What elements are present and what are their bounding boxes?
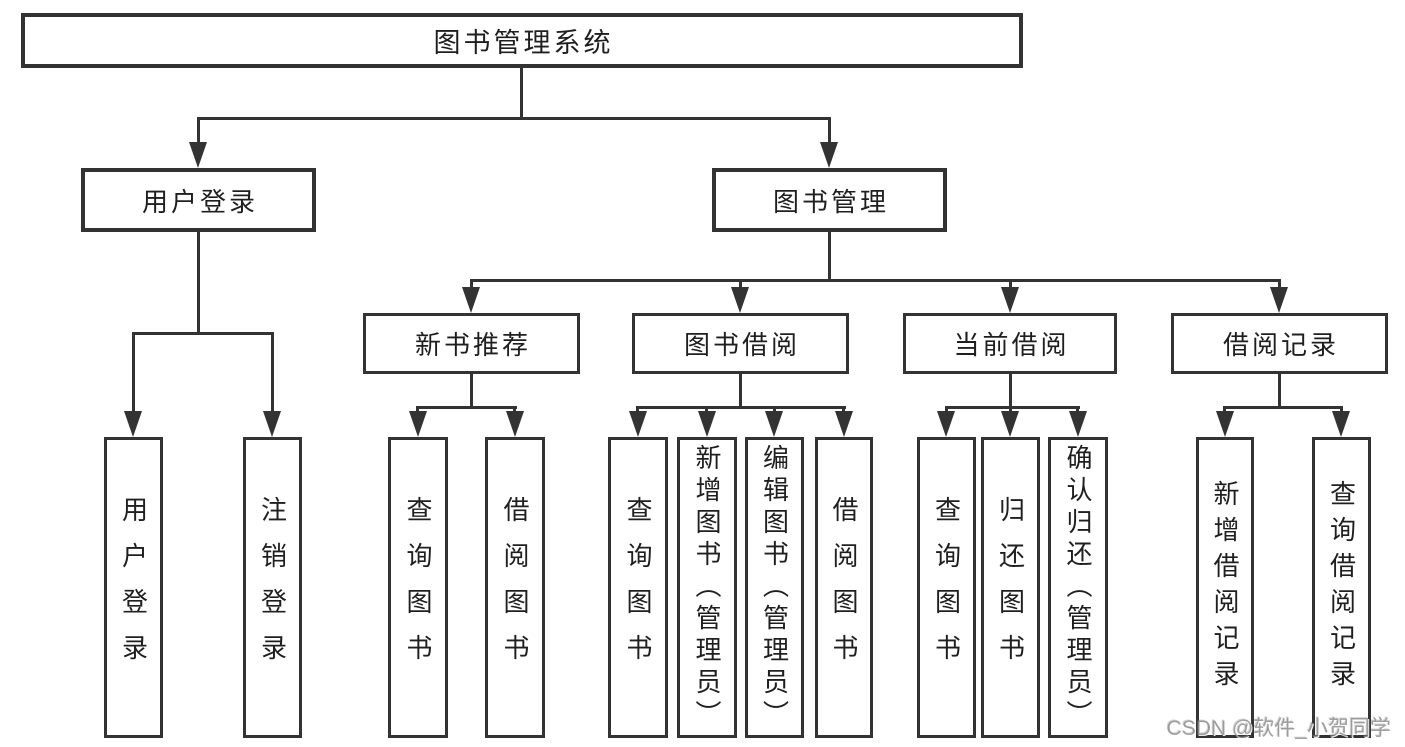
node-new-book-recommend: 新书推荐 (363, 313, 580, 374)
node-borrow-records: 借阅记录 (1171, 313, 1388, 374)
leaf-logout-label: 注销登录 (257, 495, 288, 680)
leaf-record-query: 查询借阅记录 (1312, 437, 1371, 738)
connector-borrow-vline (739, 374, 742, 408)
arrowhead-current-leaf-2-icon (1001, 411, 1019, 437)
connector-current-drop-2 (1009, 406, 1012, 414)
node-user-login: 用户登录 (81, 168, 316, 232)
connector-newbook-vline (470, 374, 473, 408)
leaf-user-login: 用户登录 (104, 437, 163, 738)
arrowhead-current-leaf-3-icon (1069, 411, 1087, 437)
arrowhead-borrow-leaf-4-icon (835, 411, 853, 437)
node-book-management: 图书管理 (712, 168, 947, 232)
leaf-newbook-borrow-label: 借阅图书 (500, 495, 530, 680)
arrowhead-borrow-icon (731, 287, 749, 313)
connector-borrow-drop-4 (842, 406, 845, 414)
node-system-root: 图书管理系统 (21, 13, 1023, 68)
leaf-borrow-query-label: 查询图书 (623, 495, 653, 680)
node-current-borrowing-label: 当前借阅 (953, 330, 1070, 360)
leaf-current-return: 归还图书 (981, 437, 1040, 738)
node-new-book-recommend-label: 新书推荐 (414, 330, 531, 360)
connector-root-drop-left (197, 117, 200, 147)
connector-current-drop-1 (945, 406, 948, 414)
leaf-current-confirm-admin-label: 确认归还（管理员） (1063, 443, 1093, 732)
connector-mgmt-drop-3 (1009, 279, 1012, 289)
arrowhead-newbook-leaf-2-icon (506, 411, 524, 437)
connector-mgmt-vline (828, 232, 831, 282)
connector-current-vline (1009, 374, 1012, 408)
leaf-current-query-label: 查询图书 (931, 495, 962, 680)
connector-newbook-drop-2 (513, 406, 516, 414)
leaf-user-login-label: 用户登录 (118, 495, 149, 680)
arrowhead-leaf-user-login-icon (124, 411, 142, 437)
connector-current-hline (945, 406, 1080, 409)
connector-mgmt-hline (470, 279, 1281, 282)
leaf-current-query: 查询图书 (917, 437, 976, 738)
leaf-borrow-query: 查询图书 (608, 437, 668, 738)
arrowhead-user-login-icon (189, 142, 207, 168)
node-book-borrowing-label: 图书借阅 (683, 330, 800, 360)
leaf-newbook-query: 查询图书 (388, 437, 448, 738)
connector-borrow-drop-3 (773, 406, 776, 414)
connector-newbook-hline (416, 406, 517, 409)
connector-root-drop-right (828, 117, 831, 147)
connector-borrow-drop-2 (705, 406, 708, 414)
arrowhead-record-icon (1270, 287, 1288, 313)
leaf-record-add-label: 新增借阅记录 (1210, 479, 1240, 696)
connector-mgmt-drop-4 (1278, 279, 1281, 289)
arrowhead-current-leaf-1-icon (937, 411, 955, 437)
arrowhead-newbook-leaf-1-icon (409, 411, 427, 437)
arrowhead-leaf-logout-icon (263, 411, 281, 437)
connector-newbook-drop-1 (416, 406, 419, 414)
connector-user-drop-2 (271, 332, 274, 412)
node-book-management-label: 图书管理 (772, 186, 889, 217)
connector-record-drop-1 (1223, 406, 1226, 414)
leaf-current-confirm-admin: 确认归还（管理员） (1048, 437, 1108, 738)
arrowhead-book-mgmt-icon (820, 142, 838, 168)
connector-root-hline (197, 117, 831, 120)
connector-record-hline (1223, 406, 1343, 409)
arrowhead-borrow-leaf-3-icon (765, 411, 783, 437)
arrowhead-record-leaf-2-icon (1332, 411, 1350, 437)
leaf-borrow-borrow-label: 借阅图书 (829, 495, 859, 680)
node-book-borrowing: 图书借阅 (632, 313, 849, 374)
arrowhead-newbook-icon (462, 287, 480, 313)
connector-record-vline (1278, 374, 1281, 408)
leaf-borrow-add-admin-label: 新增图书（管理员） (692, 443, 722, 732)
connector-borrow-hline (636, 406, 846, 409)
node-borrow-records-label: 借阅记录 (1222, 330, 1339, 360)
arrowhead-borrow-leaf-2-icon (698, 411, 716, 437)
csdn-watermark: CSDN @软件_小贺同学 (1166, 717, 1391, 740)
leaf-record-add: 新增借阅记录 (1196, 437, 1254, 738)
connector-borrow-drop-1 (636, 406, 639, 414)
leaf-borrow-edit-admin: 编辑图书（管理员） (745, 437, 804, 738)
connector-root-vline (520, 68, 523, 120)
leaf-newbook-query-label: 查询图书 (403, 495, 433, 680)
leaf-borrow-add-admin: 新增图书（管理员） (677, 437, 737, 738)
leaf-current-return-label: 归还图书 (995, 495, 1026, 680)
node-system-root-label: 图书管理系统 (433, 28, 614, 58)
leaf-borrow-borrow: 借阅图书 (815, 437, 873, 738)
connector-user-drop-1 (132, 332, 135, 412)
arrowhead-record-leaf-1-icon (1216, 411, 1234, 437)
connector-mgmt-drop-1 (470, 279, 473, 289)
leaf-borrow-edit-admin-label: 编辑图书（管理员） (759, 443, 790, 732)
connector-user-hline (132, 332, 274, 335)
arrowhead-current-icon (1001, 287, 1019, 313)
connector-current-drop-3 (1076, 406, 1079, 414)
leaf-newbook-borrow: 借阅图书 (485, 437, 545, 738)
node-current-borrowing: 当前借阅 (903, 313, 1117, 374)
leaf-logout: 注销登录 (243, 437, 302, 738)
node-user-login-label: 用户登录 (141, 186, 258, 217)
leaf-record-query-label: 查询借阅记录 (1326, 479, 1357, 696)
connector-user-vline (197, 232, 200, 334)
arrowhead-borrow-leaf-1-icon (629, 411, 647, 437)
connector-record-drop-2 (1340, 406, 1343, 414)
connector-mgmt-drop-2 (739, 279, 742, 289)
